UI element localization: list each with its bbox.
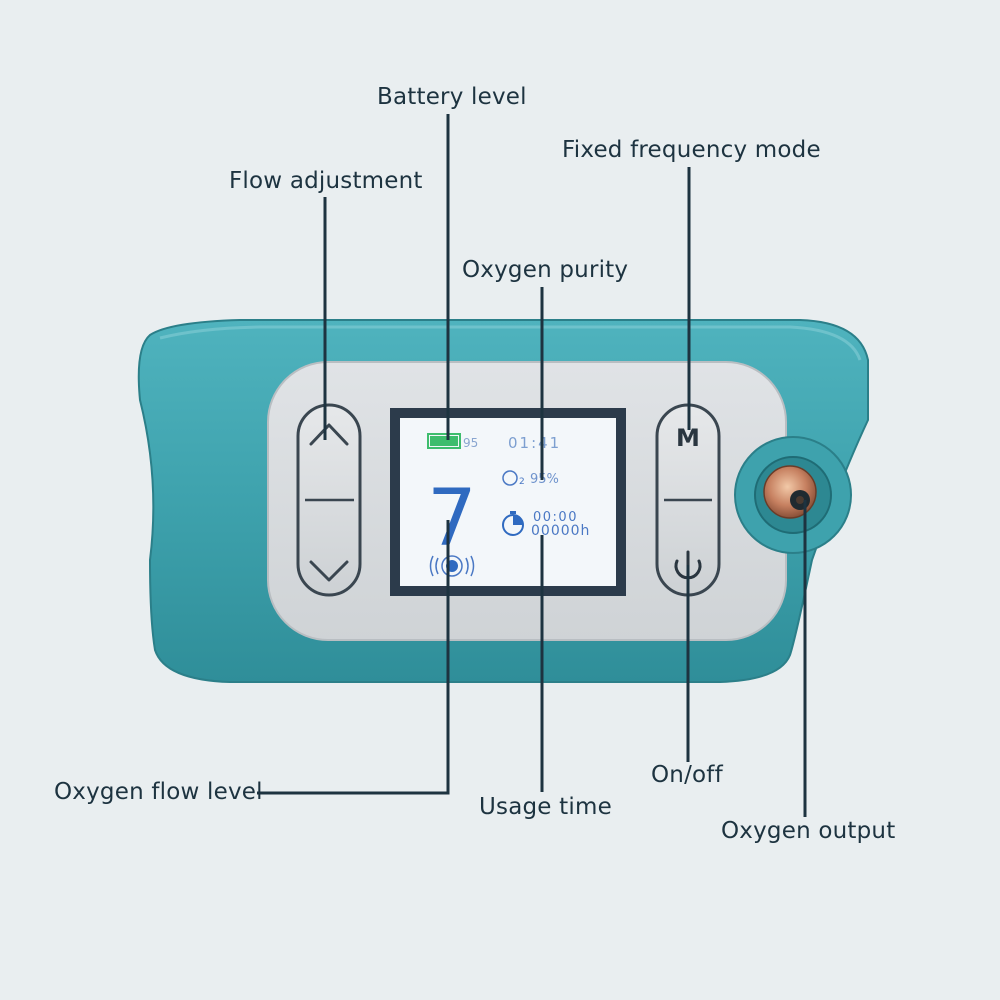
oxygen-icon <box>502 470 518 486</box>
callout-lines <box>257 114 807 817</box>
usage-time-label: Usage time <box>479 794 612 820</box>
oxygen-purity-value: 95% <box>530 472 559 487</box>
on-off-label: On/off <box>651 762 723 788</box>
flow-up-button[interactable] <box>302 409 356 497</box>
lcd-display: 95 01:41 7 2 95% 00:00 00000h <box>390 408 626 596</box>
flow-adjustment-button-group <box>296 403 362 597</box>
flow-level-callout-line <box>257 520 450 795</box>
flow-down-button[interactable] <box>302 503 356 591</box>
battery-icon <box>427 433 461 449</box>
oxygen-outlet-icon[interactable] <box>734 436 852 554</box>
chevron-down-icon <box>309 560 349 582</box>
usage-total-hours: 00000h <box>531 523 590 539</box>
chevron-up-icon <box>309 423 349 446</box>
usage-timer-value: 00:00 <box>533 510 578 525</box>
battery-percent: 95 <box>463 436 478 450</box>
oxygen-flow-level-label: Oxygen flow level <box>54 779 263 805</box>
flow-adjustment-label: Flow adjustment <box>229 168 423 194</box>
oxygen-output-label: Oxygen output <box>721 818 896 844</box>
fixed-frequency-mode-label: Fixed frequency mode <box>562 137 821 163</box>
mode-button-label: M <box>676 424 700 452</box>
mode-button[interactable]: M <box>661 409 715 497</box>
oxygen-purity-label: Oxygen purity <box>462 257 629 283</box>
clock: 01:41 <box>508 434 561 452</box>
mode-power-button-group: M <box>655 403 721 597</box>
oxygen-purity-readout: 2 95% <box>502 470 559 487</box>
battery-level-label: Battery level <box>377 84 527 110</box>
svg-text:2: 2 <box>519 477 525 487</box>
oxygen-flow-level-value: 7 <box>427 474 477 564</box>
timer-icon <box>502 511 524 536</box>
